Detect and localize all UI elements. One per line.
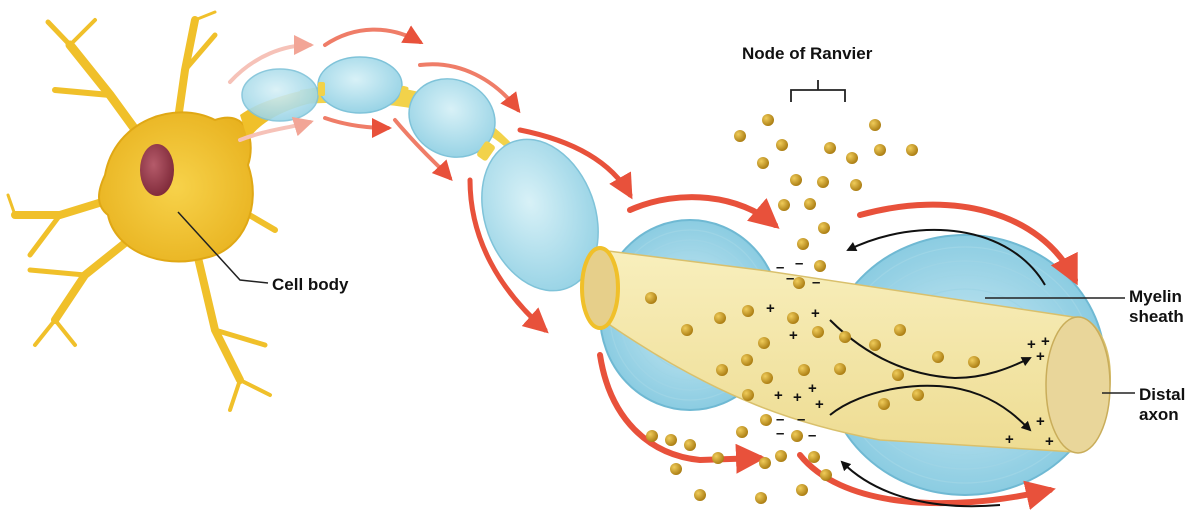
minus-sign: – — [797, 411, 805, 428]
minus-sign: – — [808, 427, 816, 444]
myelin-segments — [242, 57, 618, 307]
distal-label-line1: Distal — [1139, 385, 1185, 405]
axon-proximal-cut — [582, 248, 618, 328]
plus-sign: + — [1036, 348, 1045, 365]
minus-sign: – — [776, 259, 784, 276]
minus-sign: – — [795, 255, 803, 272]
plus-sign: + — [1027, 336, 1036, 353]
plus-sign: + — [774, 387, 783, 404]
plus-sign: + — [793, 389, 802, 406]
plus-sign: + — [789, 327, 798, 344]
nucleus — [140, 144, 174, 196]
cell-body-label: Cell body — [272, 275, 349, 295]
plus-sign: + — [1045, 433, 1054, 450]
minus-sign: – — [776, 425, 784, 442]
plus-sign: + — [766, 300, 775, 317]
plus-sign: + — [808, 380, 817, 397]
myelin-label-line1: Myelin — [1129, 287, 1184, 307]
distal-axon-end — [1046, 317, 1110, 453]
plus-sign: + — [811, 305, 820, 322]
myelin-label-line2: sheath — [1129, 307, 1184, 327]
myelin-sheath-label: Myelin sheath — [1129, 287, 1184, 327]
node-bracket — [791, 80, 845, 102]
plus-sign: + — [1005, 431, 1014, 448]
distal-label-line2: axon — [1139, 405, 1185, 425]
minus-sign: – — [812, 274, 820, 291]
minus-sign: – — [786, 270, 794, 287]
cell-body — [99, 112, 253, 261]
plus-sign: + — [815, 396, 824, 413]
distal-axon-label: Distal axon — [1139, 385, 1185, 425]
node-of-ranvier-label: Node of Ranvier — [742, 44, 872, 64]
plus-sign: + — [1036, 413, 1045, 430]
